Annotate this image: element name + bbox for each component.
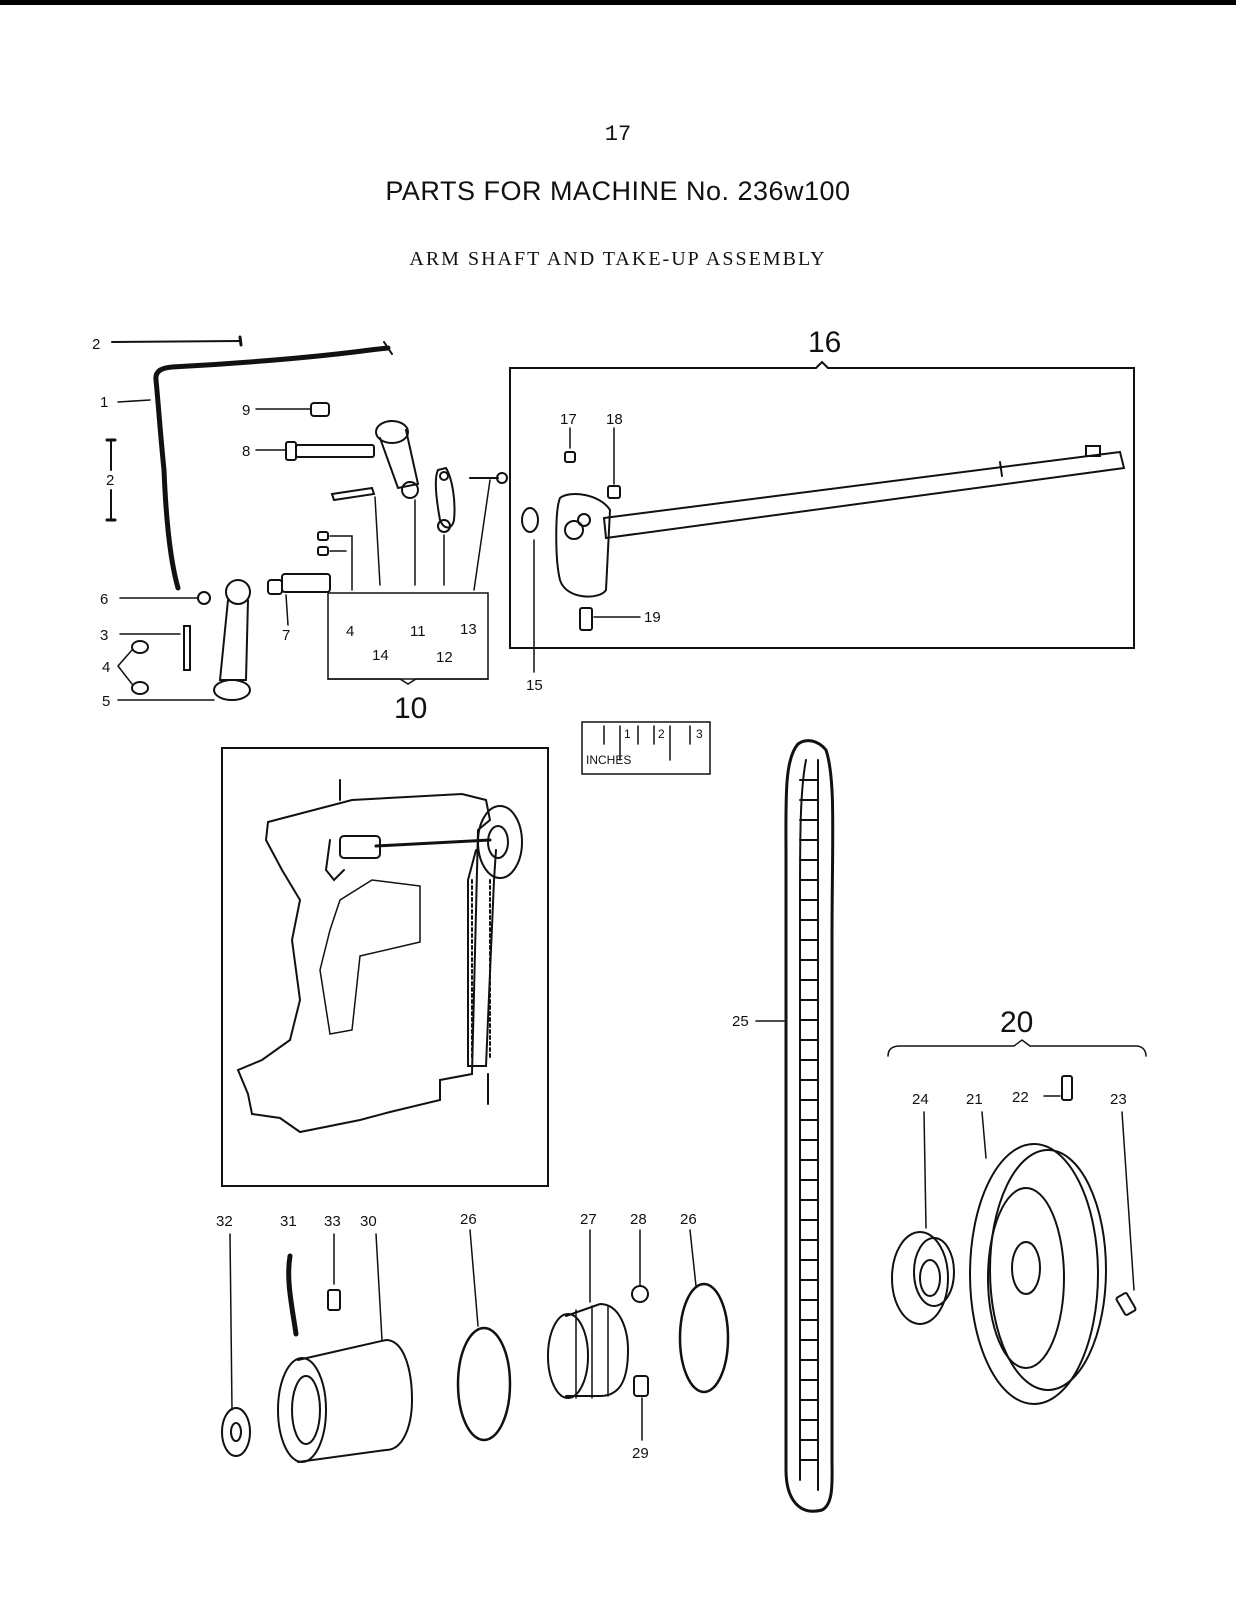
part-1-wick xyxy=(153,345,391,591)
part-29-screw xyxy=(633,1375,649,1441)
part-30-bushing xyxy=(277,1233,414,1463)
part-9-screw xyxy=(255,402,330,417)
label-part-9: 9 xyxy=(242,402,250,419)
part-23-screw xyxy=(1115,1111,1137,1316)
label-part-29: 29 xyxy=(632,1445,649,1462)
part-27-sprocket xyxy=(547,1229,630,1399)
part-14-pin xyxy=(330,486,381,586)
page-title: PARTS FOR MACHINE No. 236w100 xyxy=(385,176,851,206)
part-32-washer xyxy=(221,1233,251,1457)
part-21-handwheel xyxy=(969,1111,1107,1405)
label-part-12: 12 xyxy=(436,649,453,666)
scale-mark-1: 1 xyxy=(624,727,631,741)
label-part-4: 4 xyxy=(102,659,110,676)
part-26-ring-right xyxy=(678,1229,730,1394)
machine-inset xyxy=(221,747,549,1187)
part-31-wick xyxy=(286,1253,299,1337)
label-part-2-vertical: 2 xyxy=(106,472,114,489)
part-4-oil-caps-lower xyxy=(117,640,149,695)
part-6-screw xyxy=(119,591,211,605)
part-4-oil-caps-upper xyxy=(317,531,353,591)
label-part-15: 15 xyxy=(526,677,543,694)
part-7-stud xyxy=(267,573,331,626)
part-12-link xyxy=(434,466,456,586)
label-part-4-box: 4 xyxy=(346,623,354,640)
part-2-wire-horizontal xyxy=(111,335,243,347)
part-26-ring-left xyxy=(456,1229,512,1442)
label-part-30: 30 xyxy=(360,1213,377,1230)
inch-scale xyxy=(581,721,711,775)
label-part-16: 16 xyxy=(808,326,841,359)
part-25-timing-belt xyxy=(755,739,835,1513)
group-20-bracket xyxy=(887,1039,1147,1057)
part-24-pulley xyxy=(891,1111,955,1325)
label-part-2: 2 xyxy=(92,336,100,353)
label-part-26-left: 26 xyxy=(460,1211,477,1228)
part-13-screw xyxy=(469,472,508,591)
scale-mark-2: 2 xyxy=(658,727,665,741)
part-8-stud xyxy=(255,441,375,461)
scale-mark-3: 3 xyxy=(696,727,703,741)
label-part-3: 3 xyxy=(100,627,108,644)
group-16-box xyxy=(509,360,1135,649)
label-part-20: 20 xyxy=(1000,1006,1033,1039)
label-part-32: 32 xyxy=(216,1213,233,1230)
label-part-19: 19 xyxy=(644,609,661,626)
label-part-24: 24 xyxy=(912,1091,929,1108)
label-part-7: 7 xyxy=(282,627,290,644)
scale-unit-label: INCHES xyxy=(586,753,631,767)
part-5-connecting-rod xyxy=(117,579,251,701)
part-33-screw xyxy=(327,1233,341,1311)
label-part-11: 11 xyxy=(410,623,426,640)
label-part-6: 6 xyxy=(100,591,108,608)
label-part-5: 5 xyxy=(102,693,110,710)
label-part-8: 8 xyxy=(242,443,250,460)
part-19-pin xyxy=(579,607,641,631)
part-28-screw xyxy=(631,1229,649,1303)
label-part-26-right: 26 xyxy=(680,1211,697,1228)
label-part-22: 22 xyxy=(1012,1089,1029,1106)
label-part-21: 21 xyxy=(966,1091,983,1108)
group-10-box xyxy=(327,592,489,685)
part-11-take-up-lever xyxy=(375,420,420,586)
part-3-wick-strip xyxy=(119,625,191,671)
page-subtitle: ARM SHAFT AND TAKE-UP ASSEMBLY xyxy=(409,248,827,270)
label-part-27: 27 xyxy=(580,1211,597,1228)
label-part-10: 10 xyxy=(394,692,427,725)
label-part-25: 25 xyxy=(732,1013,749,1030)
part-2-wire-vertical xyxy=(105,438,117,522)
part-22-screw xyxy=(1043,1075,1073,1101)
label-part-14: 14 xyxy=(372,647,389,664)
part-17-screw xyxy=(564,427,576,463)
top-border xyxy=(0,0,1236,5)
label-part-1: 1 xyxy=(100,394,108,411)
label-part-28: 28 xyxy=(630,1211,647,1228)
part-18-screw xyxy=(607,427,621,499)
label-part-23: 23 xyxy=(1110,1091,1127,1108)
page-number: 17 xyxy=(604,122,632,147)
label-part-18: 18 xyxy=(606,411,623,428)
label-part-31: 31 xyxy=(280,1213,297,1230)
label-part-33: 33 xyxy=(324,1213,341,1230)
label-part-17: 17 xyxy=(560,411,577,428)
part-16-arm-shaft xyxy=(555,445,1126,598)
part-15-washer xyxy=(521,507,539,673)
label-part-13: 13 xyxy=(460,621,477,638)
